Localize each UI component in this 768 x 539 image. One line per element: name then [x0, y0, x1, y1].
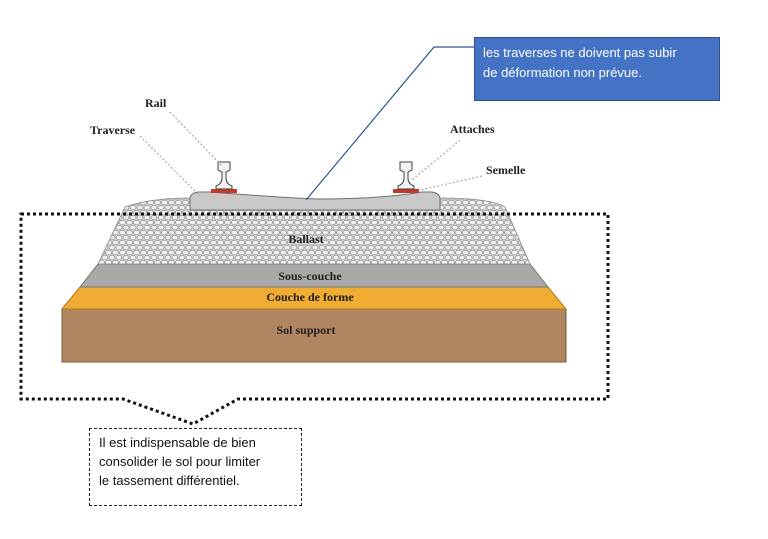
sous-couche-label: Sous-couche [278, 269, 342, 283]
rail-right [397, 161, 415, 190]
callout-line-2: de déformation non prévue. [483, 65, 642, 80]
sol-support-label: Sol support [276, 323, 335, 337]
couche-de-forme-label: Couche de forme [266, 290, 354, 304]
rail-pad-right [393, 189, 419, 193]
ballast-label: Ballast [288, 232, 323, 246]
semelle-label: Semelle [486, 163, 526, 177]
rail-pad-left [211, 189, 237, 193]
note-box: Il est indispensable de bien consolider … [89, 428, 302, 506]
label-leaders [139, 111, 483, 197]
focus-region-outline [19, 212, 610, 426]
rail-label: Rail [145, 96, 167, 110]
note-line-1: Il est indispensable de bien [99, 435, 256, 450]
note-line-3: le tassement différentiel. [99, 473, 240, 488]
callout-connector [305, 46, 474, 201]
sleeper [189, 191, 441, 211]
attaches-label: Attaches [450, 122, 495, 136]
note-line-2: consolider le sol pour limiter [99, 454, 261, 469]
callout-box: les traverses ne doivent pas subir de dé… [474, 37, 720, 101]
rail-left [215, 161, 233, 190]
callout-line-1: les traverses ne doivent pas subir [483, 45, 677, 60]
traverse-label: Traverse [90, 123, 136, 137]
